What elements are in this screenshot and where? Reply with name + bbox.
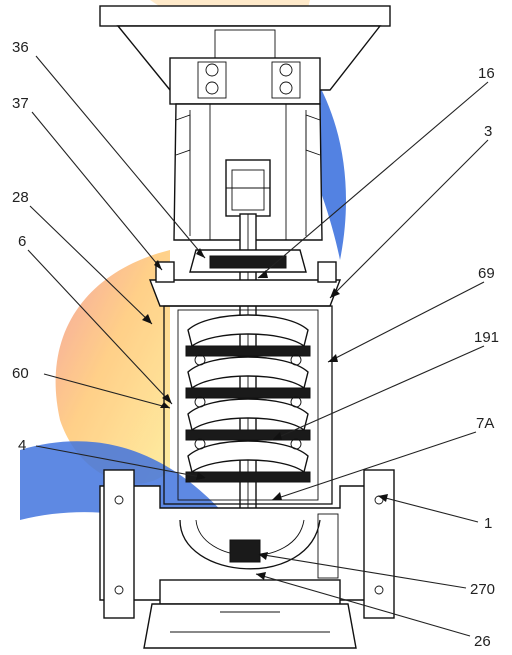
arrowheads	[142, 248, 388, 580]
arrowhead-191	[272, 432, 282, 440]
leader-26	[255, 573, 471, 637]
callout-labels: 36 16 37 3 28 6 69 191 60 7A 4 1 270 26	[12, 39, 499, 650]
leader-270	[257, 553, 467, 589]
leader-37	[31, 111, 163, 271]
leader-lines	[27, 55, 489, 637]
impeller-stack	[185, 314, 311, 483]
leader-69	[327, 281, 485, 363]
arrowhead-60	[160, 402, 170, 408]
leader-16	[257, 81, 489, 279]
arrowhead-69	[328, 354, 338, 362]
leader-191	[271, 345, 485, 441]
leader-60	[43, 373, 171, 409]
leader-36	[35, 55, 206, 259]
callout-69: 69	[478, 265, 495, 282]
arrowhead-26	[256, 572, 266, 580]
callout-36: 36	[12, 39, 29, 56]
leader-7A	[271, 431, 477, 501]
callout-37: 37	[12, 95, 29, 112]
arrowhead-37	[154, 260, 162, 270]
pump-base	[99, 469, 395, 619]
callout-60: 60	[12, 365, 29, 382]
arrowhead-270	[258, 552, 268, 560]
arrowhead-4	[196, 472, 206, 480]
callout-3: 3	[484, 123, 492, 140]
leader-1	[377, 495, 479, 523]
leader-3	[329, 139, 489, 299]
leader-4	[35, 445, 207, 479]
callout-1: 1	[484, 515, 492, 532]
shaft-seal	[148, 249, 342, 307]
pump-foot	[143, 579, 357, 649]
arrowhead-7A	[272, 492, 282, 500]
callout-28: 28	[12, 189, 29, 206]
arrowhead-28	[142, 314, 152, 324]
callout-7A: 7A	[476, 415, 494, 432]
coupling	[225, 159, 271, 217]
arrowhead-16	[258, 270, 268, 278]
leader-6	[27, 249, 173, 405]
leader-28	[29, 205, 153, 325]
callout-6: 6	[18, 233, 26, 250]
arrowhead-1	[378, 494, 388, 502]
callout-191: 191	[474, 329, 499, 346]
callout-26: 26	[474, 633, 491, 650]
arrowhead-3	[330, 288, 340, 298]
arrowhead-6	[162, 394, 172, 404]
callout-16: 16	[478, 65, 495, 82]
bearing-housing	[169, 57, 321, 105]
callout-270: 270	[470, 581, 495, 598]
callout-4: 4	[18, 437, 26, 454]
arrowhead-36	[196, 248, 205, 258]
